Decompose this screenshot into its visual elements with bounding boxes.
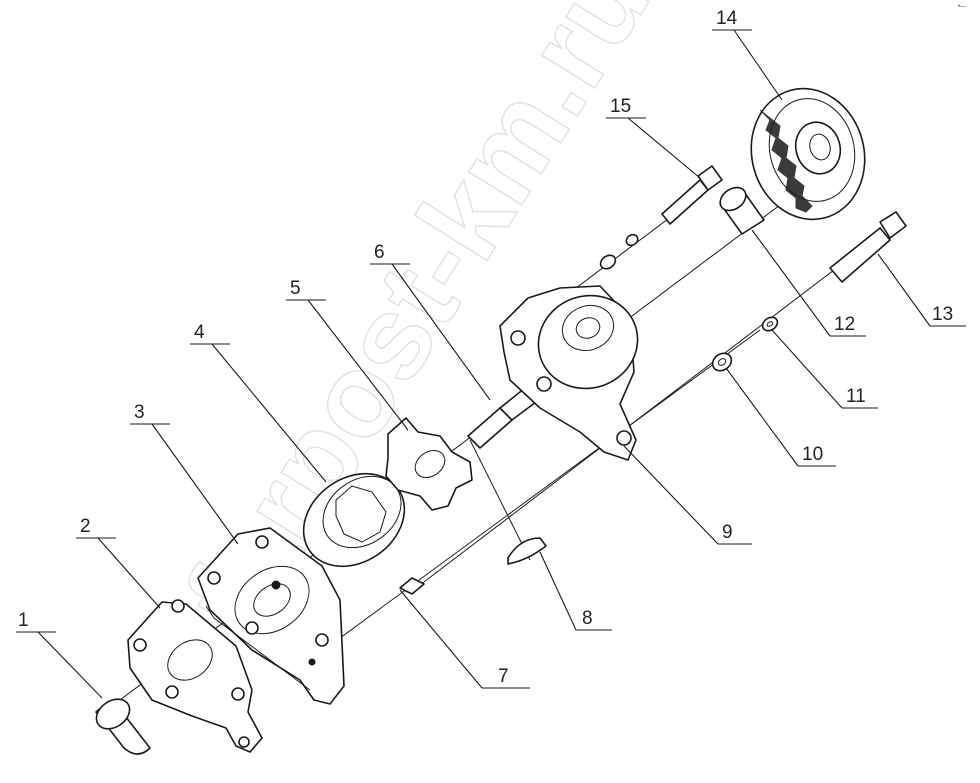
callout-14: 14 xyxy=(716,8,738,29)
callout-3: 3 xyxy=(134,402,145,423)
part-sleeve-12 xyxy=(719,186,765,235)
callout-4: 4 xyxy=(194,322,205,343)
callout-1: 1 xyxy=(18,610,29,631)
part-pump-cover-3 xyxy=(197,527,345,705)
corner-mark: •— xyxy=(958,4,966,10)
part-lock-washer-10 xyxy=(711,352,733,372)
part-bushing-1 xyxy=(95,698,151,755)
part-pump-body-9 xyxy=(499,285,639,461)
callout-2: 2 xyxy=(80,516,91,537)
part-short-bolt-15 xyxy=(599,165,723,270)
callout-15: 15 xyxy=(610,96,631,117)
part-inner-rotor-5 xyxy=(385,417,473,511)
part-long-bolt-13 xyxy=(829,211,907,283)
callout-9: 9 xyxy=(722,522,733,543)
part-dowel-pin-7 xyxy=(399,577,425,595)
part-gasket-2 xyxy=(127,599,263,753)
part-gear-14 xyxy=(750,87,866,221)
callout-labels: 1 2 3 4 5 6 7 8 9 10 11 12 13 14 15 xyxy=(18,8,953,687)
callout-12: 12 xyxy=(834,314,855,335)
callout-11: 11 xyxy=(846,386,866,407)
callout-6: 6 xyxy=(374,242,385,263)
callout-5: 5 xyxy=(290,278,301,299)
callout-7: 7 xyxy=(498,666,509,687)
part-flat-washer-11 xyxy=(761,316,779,332)
callout-8: 8 xyxy=(582,608,593,629)
leader-lines xyxy=(16,29,966,699)
callout-10: 10 xyxy=(802,444,823,465)
callout-13: 13 xyxy=(932,304,953,325)
part-key-8 xyxy=(507,537,547,565)
